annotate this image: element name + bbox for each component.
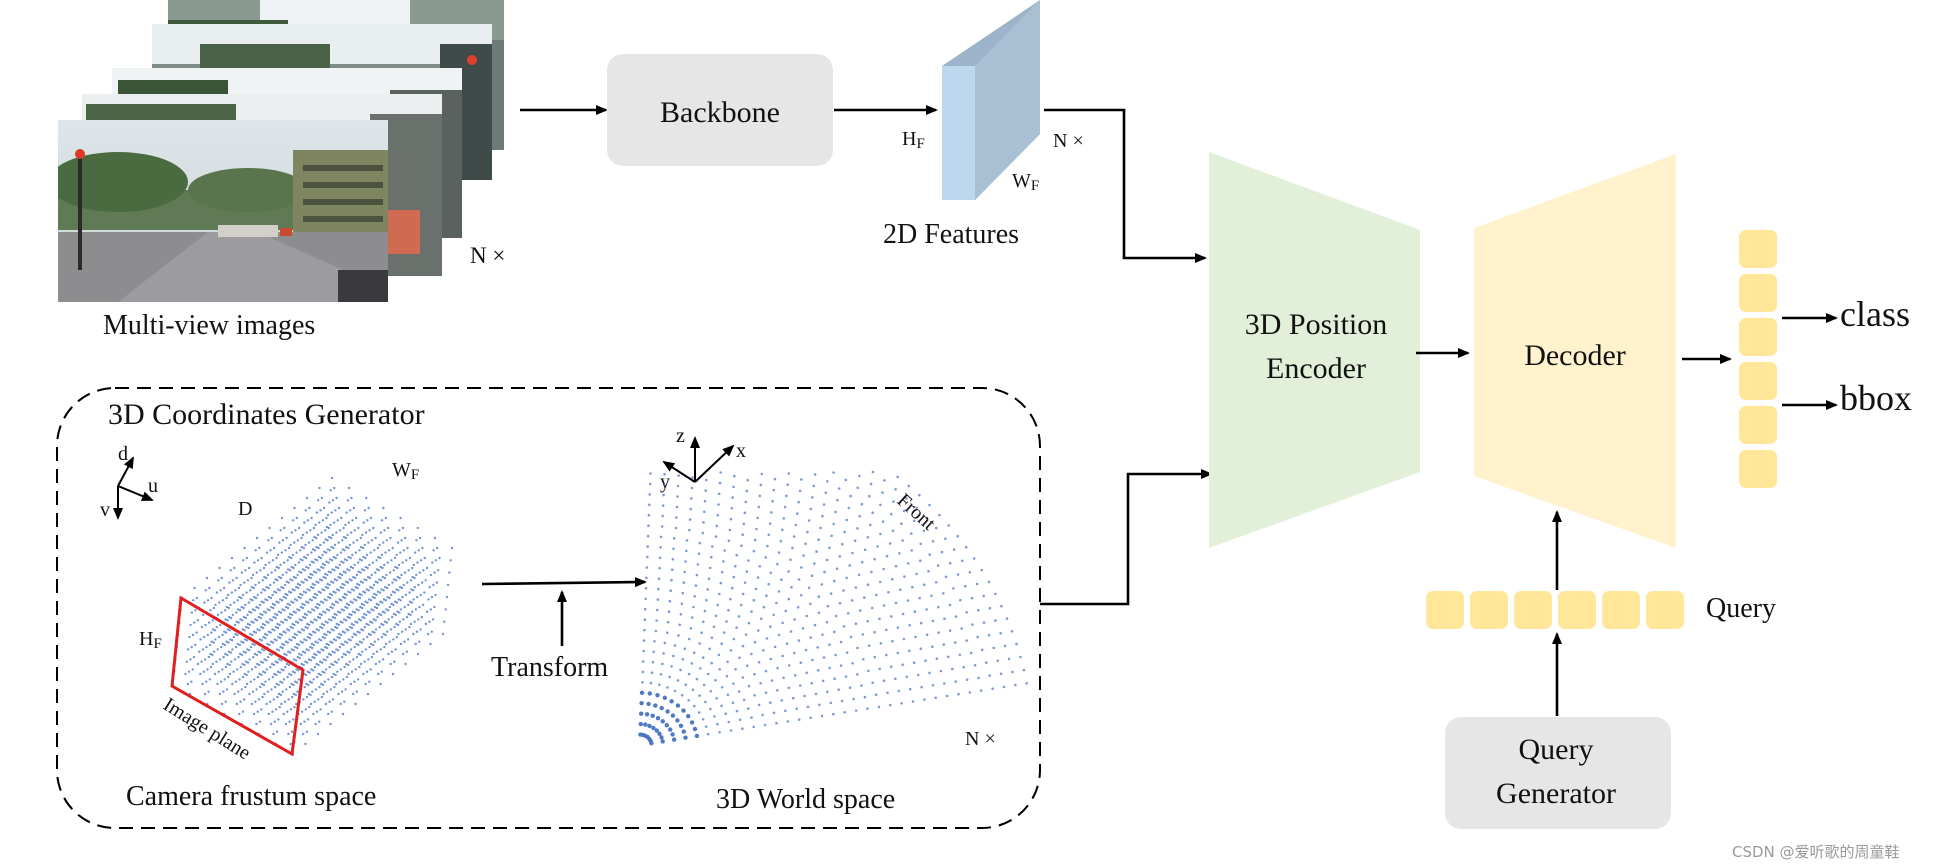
query-token [1470,591,1508,629]
generator-title: 3D Coordinates Generator [108,398,425,431]
query-token [1558,591,1596,629]
query-generator-label-line2: Generator [1496,777,1616,810]
axis-d-label: d [118,443,128,465]
decoder-block: Decoder [1474,154,1676,548]
query-label: Query [1706,593,1776,624]
hf-label: HF [902,128,925,152]
output-token [1739,274,1777,312]
coordinates-generator-panel: 3D Coordinates Generator d u v WF D HF I… [56,387,1041,829]
feature-map-icon: HF WF N × 2D Features [883,0,1084,250]
camera-space-label: Camera frustum space [126,781,376,812]
encoder-trapezoid [1209,152,1420,548]
query-token [1646,591,1684,629]
front-label: Front [893,489,940,535]
query-generator-box [1445,717,1671,829]
axis-v-label: v [100,499,110,521]
query-token [1602,591,1640,629]
image-plane-outline [170,595,305,757]
decoder-trapezoid [1474,154,1676,548]
encoder-label-line2: Encoder [1266,352,1366,385]
world-axes-icon: z x y [660,425,746,493]
axis-z-label: z [676,425,685,447]
query-token [1426,591,1464,629]
query-token-row [1426,591,1684,629]
world-n-times-label: N × [965,728,996,750]
watermark: CSDN @爱听歌的周童鞋 [1732,843,1900,861]
output-token [1739,406,1777,444]
depth-d-label: D [238,498,252,520]
bbox-output-label: bbox [1840,378,1912,418]
encoder-label-line1: 3D Position [1245,308,1388,341]
multi-view-images-label: Multi-view images [103,310,315,341]
query-generator-block: Query Generator [1445,717,1671,829]
axis-x-label: x [736,440,746,462]
output-token-column [1739,230,1777,488]
decoder-label: Decoder [1524,339,1626,372]
features-n-times-label: N × [1053,130,1084,152]
backbone-label: Backbone [660,96,780,129]
output-token [1739,318,1777,356]
query-token [1514,591,1552,629]
query-generator-label-line1: Query [1519,733,1594,766]
axis-y-label: y [660,471,670,493]
images-n-times-label: N × [470,243,505,268]
transform-label: Transform [491,652,608,683]
generator-dashed-border [56,387,1041,829]
output-token [1739,362,1777,400]
wf-label: WF [1012,170,1039,194]
arrow-features-to-encoder [1044,108,1207,263]
features-label: 2D Features [883,219,1019,250]
world-space-label: 3D World space [716,784,895,815]
axis-u-label: u [148,475,158,497]
arrow-generator-to-encoder [1040,469,1213,606]
camera-axes-icon: d u v [100,443,158,521]
output-token [1739,450,1777,488]
backbone-block: Backbone [607,54,833,166]
world-point-cloud [638,470,1028,746]
multi-view-image-stack: N × Multi-view images [58,0,505,341]
photo-layer-front [58,120,388,302]
backbone-box [607,54,833,166]
output-token [1739,230,1777,268]
position-encoder-block: 3D Position Encoder [1209,152,1420,548]
frustum-hf-label: HF [139,628,162,652]
arrow-transform [481,577,647,588]
feature-slab-front [942,66,975,200]
frustum-wf-label: WF [392,459,419,483]
class-output-label: class [1840,294,1910,334]
